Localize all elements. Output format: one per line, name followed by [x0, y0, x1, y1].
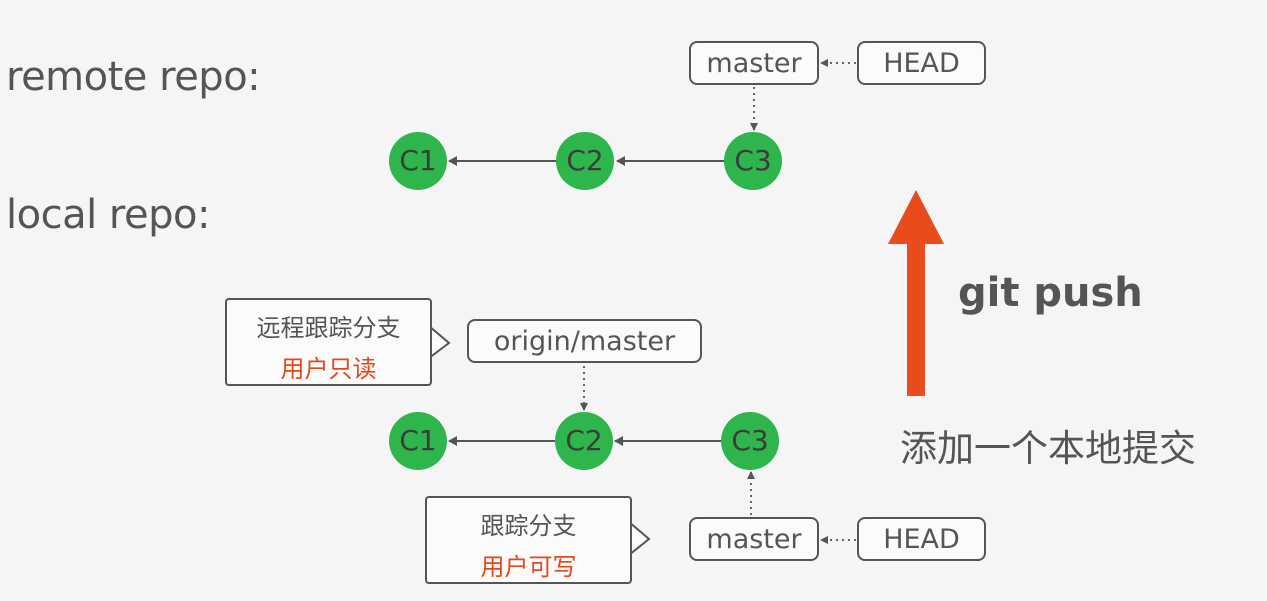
local-commit-c3: C3 [721, 412, 779, 470]
callout-tip-tracking [628, 519, 651, 558]
local-master-branch: master [689, 517, 819, 561]
callout-tracking-branch: 跟踪分支 用户可写 [425, 496, 632, 584]
remote-commit-c1: C1 [389, 132, 447, 190]
remote-head-ref: HEAD [857, 41, 986, 85]
callout-tracking-note: 用户可写 [480, 553, 577, 581]
callout-tracking-title: 跟踪分支 [480, 512, 577, 540]
remote-commit-c2: C2 [556, 132, 614, 190]
local-commit-c2: C2 [555, 412, 613, 470]
remote-repo-label: remote repo: [6, 54, 261, 100]
git-push-label: git push [958, 270, 1143, 316]
local-repo-label: local repo: [6, 192, 210, 238]
push-arrow-icon [888, 190, 944, 396]
callout-remote-tracking-note: 用户只读 [280, 355, 377, 383]
origin-master-branch: origin/master [467, 319, 702, 363]
add-local-commit-label: 添加一个本地提交 [900, 427, 1196, 470]
remote-master-branch: master [689, 41, 819, 85]
callout-tip-remote-tracking [428, 323, 451, 360]
local-commit-c1: C1 [389, 412, 447, 470]
callout-remote-tracking-branch: 远程跟踪分支 用户只读 [225, 298, 432, 386]
remote-commit-c3: C3 [724, 132, 782, 190]
local-head-ref: HEAD [857, 517, 986, 561]
callout-remote-tracking-title: 远程跟踪分支 [256, 314, 401, 342]
